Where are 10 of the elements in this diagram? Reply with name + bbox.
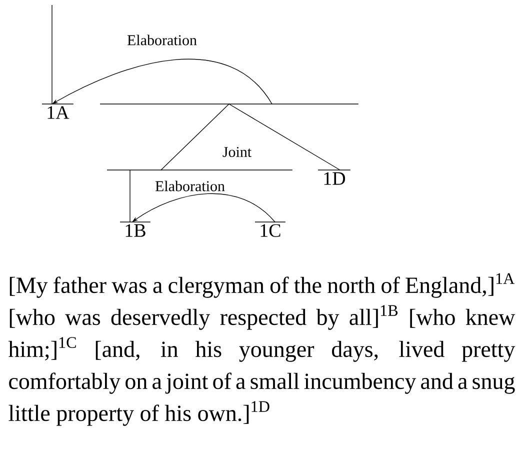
leaf-node: 1C: [254, 222, 286, 237]
leaf-node: 1D: [318, 170, 351, 185]
leaf-node: 1A: [42, 104, 74, 119]
relation-label: Joint: [221, 146, 253, 158]
connector-line: [228, 104, 340, 170]
leaf-node: 1B: [120, 222, 151, 237]
relation-label: Elaboration: [154, 180, 226, 192]
relation-label: Elaboration: [126, 34, 198, 46]
example-paragraph: [My father was a clergyman of the north of England,]$^{1A}$ [who was deservedly respected by all]$^{1B}$ [who knew him;]$^{1C}$ [and, in his younger days, lived pretty comfortably on a joint of a small incumbency and a snug little property of his own.]$^{1D}$: [8, 273, 516, 426]
connector-line: [160, 104, 230, 170]
